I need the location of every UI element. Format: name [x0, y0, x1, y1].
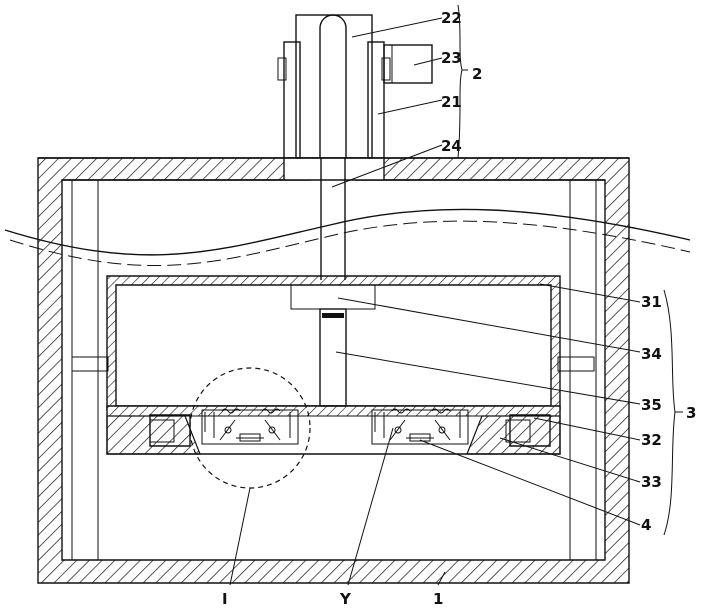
label-24: 24 — [441, 137, 462, 155]
label-31: 31 — [641, 293, 662, 311]
label-2: 2 — [472, 65, 482, 83]
label-22: 22 — [441, 9, 462, 27]
internal-rod — [291, 285, 375, 406]
label-1: 1 — [433, 590, 443, 608]
outer-box — [38, 158, 629, 583]
label-32: 32 — [641, 431, 662, 449]
break-lines — [5, 209, 690, 265]
label-33: 33 — [641, 473, 662, 491]
label-3: 3 — [686, 404, 696, 422]
label-35: 35 — [641, 396, 662, 414]
label-21: 21 — [441, 93, 462, 111]
guide-rails — [72, 180, 596, 560]
label-I: I — [222, 590, 228, 608]
label-4: 4 — [641, 516, 651, 534]
label-23: 23 — [441, 49, 462, 67]
lifting-mechanism — [278, 15, 432, 280]
label-Y: Y — [339, 590, 352, 608]
label-34: 34 — [641, 345, 662, 363]
inner-housing — [107, 276, 560, 454]
